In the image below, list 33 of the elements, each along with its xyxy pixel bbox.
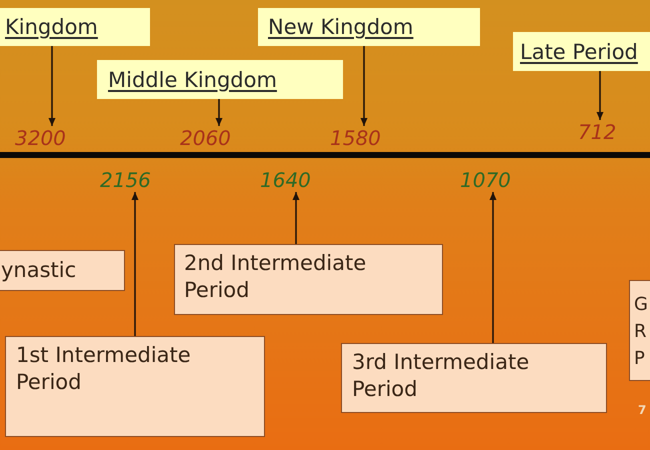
period-name: 2nd Intermediate Period xyxy=(184,250,368,304)
year-label: 712 xyxy=(578,120,616,144)
arrow xyxy=(490,192,496,343)
arrow xyxy=(216,99,222,126)
period-box xyxy=(629,280,650,381)
arrow xyxy=(132,192,138,336)
period-title-box xyxy=(513,32,650,71)
period-name: G R P xyxy=(634,293,649,371)
period-name: 3rd Intermediate Period xyxy=(352,349,530,403)
year-label: 2060 xyxy=(180,126,231,150)
year-label: 2156 xyxy=(100,168,151,192)
arrow xyxy=(360,46,368,126)
period-title: New Kingdom xyxy=(268,14,414,40)
year-label: 3200 xyxy=(15,126,66,150)
arrow xyxy=(48,46,56,126)
period-box xyxy=(341,343,607,413)
period-title: Middle Kingdom xyxy=(108,66,277,92)
year-label: 1640 xyxy=(260,168,311,192)
period-name: 1st Intermediate Period xyxy=(16,342,192,396)
period-box xyxy=(0,250,125,291)
period-name: ynastic xyxy=(1,257,78,284)
period-box xyxy=(174,244,443,315)
period-title-box xyxy=(258,8,480,46)
year-label: 1580 xyxy=(330,126,381,150)
period-title-box xyxy=(97,60,343,99)
slide-number: 7 xyxy=(638,403,646,417)
arrow xyxy=(292,192,300,244)
period-title-box xyxy=(0,8,150,46)
period-title: Late Period xyxy=(520,38,638,64)
period-box xyxy=(5,336,265,437)
period-title: Kingdom xyxy=(5,14,98,40)
year-label: 1070 xyxy=(460,168,511,192)
arrow xyxy=(596,71,604,120)
